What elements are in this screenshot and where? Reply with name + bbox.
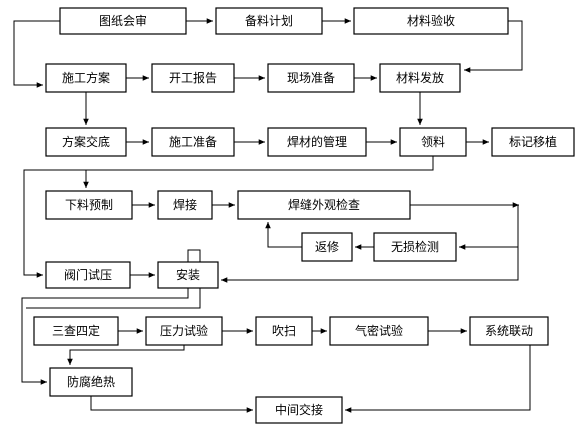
node-label: 焊缝外观检查	[288, 197, 360, 212]
connector-arrow	[23, 156, 434, 278]
node-weld-visual-check: 焊缝外观检查	[237, 190, 411, 220]
node-drawing-review: 图纸会审	[59, 7, 187, 35]
connector-arrow	[26, 249, 201, 309]
node-label: 备料计划	[245, 14, 293, 28]
node-install: 安装	[157, 261, 219, 289]
connector-arrow	[67, 345, 185, 365]
node-welding-material-mgmt: 焊材的管理	[267, 127, 367, 157]
node-start-report: 开工报告	[151, 63, 235, 93]
connector-lines	[13, 18, 531, 413]
node-label: 标记移植	[509, 134, 557, 149]
node-label: 气密试验	[355, 323, 403, 338]
node-label: 焊接	[173, 197, 197, 212]
node-repair: 返修	[301, 232, 353, 262]
node-label: 材料验收	[407, 13, 455, 28]
connector-arrow	[221, 247, 519, 283]
node-label: 无损检测	[391, 239, 439, 254]
node-welding: 焊接	[157, 190, 213, 220]
connector-arrow	[265, 222, 302, 248]
node-marking-transfer: 标记移植	[491, 127, 575, 157]
node-three-checks: 三查四定	[33, 316, 119, 346]
node-construction-plan: 施工方案	[45, 63, 127, 93]
connector-arrow	[464, 20, 523, 73]
node-label: 领料	[421, 135, 445, 149]
node-label: 防腐绝热	[67, 374, 115, 389]
node-cutting-prefab: 下料预制	[45, 190, 133, 220]
node-label: 安装	[176, 267, 200, 282]
node-label: 开工报告	[169, 70, 217, 85]
node-material-inspection: 材料验收	[353, 7, 509, 35]
node-label: 返修	[315, 239, 339, 254]
node-valve-test: 阀门试压	[45, 261, 131, 289]
node-label: 系统联动	[485, 324, 533, 338]
node-label: 图纸会审	[99, 13, 147, 28]
node-system-commissioning: 系统联动	[469, 316, 549, 346]
node-material-plan: 备料计划	[215, 7, 323, 35]
node-plan-briefing: 方案交底	[45, 127, 127, 157]
node-anticorrosion-insulation: 防腐绝热	[49, 367, 133, 397]
node-label: 方案交底	[62, 134, 110, 149]
node-requisition: 领料	[399, 127, 467, 157]
node-handover: 中间交接	[255, 396, 343, 424]
node-label: 三查四定	[52, 323, 100, 338]
node-construction-prep: 施工准备	[151, 127, 235, 157]
node-label: 现场准备	[287, 71, 335, 85]
connector-arrow	[13, 20, 60, 88]
node-material-issue: 材料发放	[379, 63, 461, 93]
node-label: 吹扫	[272, 324, 296, 338]
node-site-prep: 现场准备	[267, 63, 355, 93]
node-label: 下料预制	[65, 198, 113, 212]
node-label: 压力试验	[160, 323, 208, 338]
node-label: 阀门试压	[64, 267, 112, 282]
node-label: 焊材的管理	[287, 134, 347, 149]
connector-arrow	[345, 345, 531, 413]
node-pressure-test: 压力试验	[145, 316, 223, 346]
connector-arrow	[459, 205, 519, 250]
node-purge: 吹扫	[255, 316, 313, 346]
node-label: 中间交接	[275, 402, 323, 417]
connector-arrow	[90, 396, 253, 413]
connector-arrow	[21, 288, 189, 385]
node-airtight-test: 气密试验	[329, 316, 429, 346]
node-label: 施工方案	[62, 70, 110, 85]
node-label: 施工准备	[169, 135, 217, 149]
node-ndt: 无损检测	[373, 232, 457, 262]
node-label: 材料发放	[396, 70, 444, 85]
